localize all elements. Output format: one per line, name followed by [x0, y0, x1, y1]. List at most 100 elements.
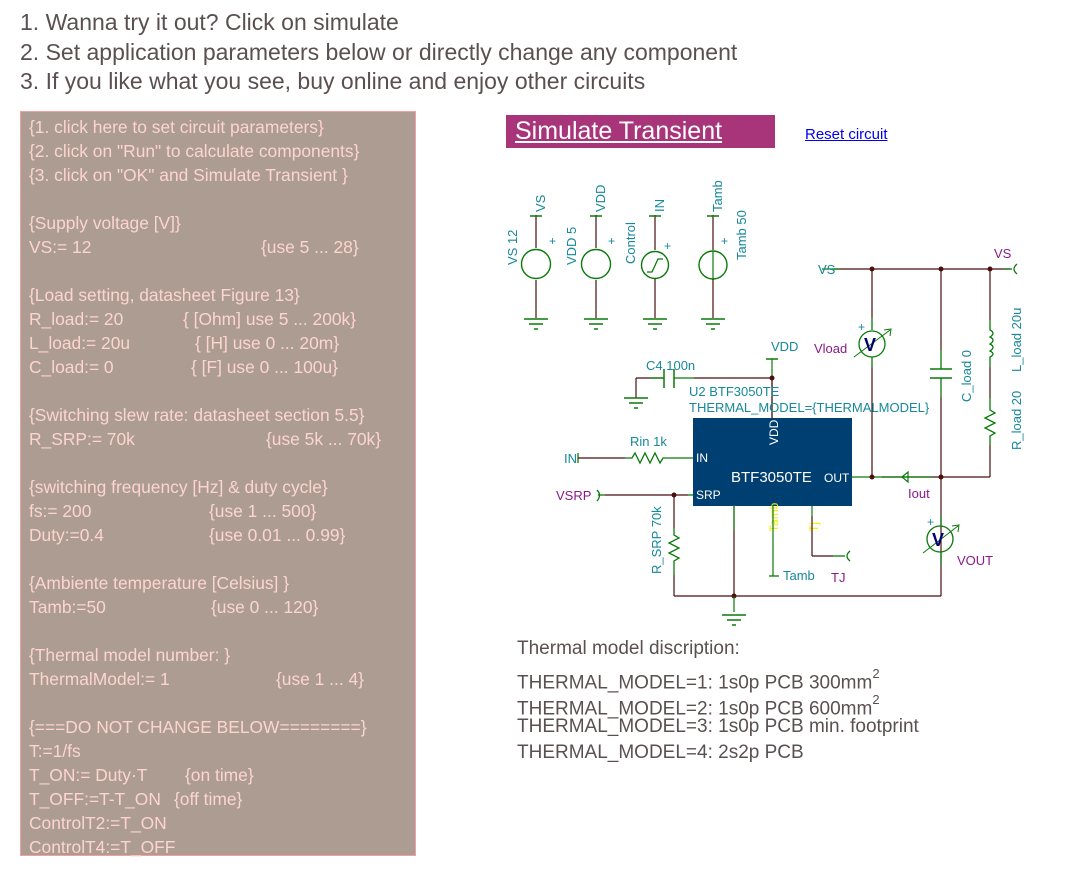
param-line[interactable]: {Ambiente temperature [Celsius] } [29, 571, 415, 595]
pin-tamb-label: Tamb [767, 502, 781, 532]
reset-circuit-link[interactable]: Reset circuit [805, 126, 888, 143]
param-line[interactable]: {1. click here to set circuit parameters… [29, 115, 415, 139]
param-text: L_load:= 20u [29, 333, 131, 353]
plus-sign: + [664, 239, 671, 253]
chip-name-label: BTF3050TE [731, 469, 812, 486]
thermal-model-description: Thermal model discription: THERMAL_MODEL… [517, 636, 919, 766]
pin-tj-label: Tj [807, 522, 821, 532]
param-text: {3. click on "OK" and Simulate Transient… [29, 165, 348, 185]
param-line[interactable]: L_load:= 20u { [H] use 0 ... 20m} [29, 331, 415, 355]
param-hint: {use 5 ... 28} [261, 237, 359, 257]
c4-capacitor[interactable]: C4 100n [623, 358, 772, 409]
param-text: {Thermal model number: } [29, 645, 231, 665]
param-text: T_OFF:=T-T_ON [29, 789, 161, 809]
param-line[interactable]: Tamb:=50{use 0 ... 120} [29, 595, 415, 619]
param-text: R_SRP:= 70k [29, 429, 135, 449]
r-load-label: R_load 20 [1009, 391, 1024, 450]
in-node-label: IN [564, 451, 577, 466]
vout-label: VOUT [957, 553, 993, 568]
vs-terminal-label: VS [994, 246, 1012, 261]
source-tamb[interactable]: + Tamb Tamb 50 [698, 180, 749, 330]
source-control-node-label: IN [652, 199, 667, 212]
source-control[interactable]: + IN Control [623, 199, 671, 330]
plus-sign: + [608, 234, 615, 248]
param-line[interactable]: {3. click on "OK" and Simulate Transient… [29, 163, 415, 187]
vout-voltmeter[interactable]: V + VOUT [922, 515, 993, 568]
dc-voltage-source-icon [520, 248, 552, 280]
param-text: ThermalModel:= 1 [29, 669, 170, 689]
param-line[interactable]: R_load:= 20{ [Ohm] use 5 ... 200k} [29, 307, 415, 331]
param-line[interactable]: C_load:= 0 { [F] use 0 ... 100u} [29, 355, 415, 379]
source-vdd-name: VDD 5 [564, 227, 579, 265]
param-hint: {use 1 ... 500} [209, 501, 317, 521]
plus-sign: + [858, 320, 865, 334]
ground-bus [674, 593, 941, 626]
instruction-3: 3. If you like what you see, buy online … [20, 68, 646, 94]
param-line[interactable]: ControlT4:=T_OFF [29, 835, 415, 859]
param-text: ControlT4:=T_OFF [29, 837, 176, 857]
param-text: C_load:= 0 [29, 357, 114, 377]
param-text: {Supply voltage [V]} [29, 213, 181, 233]
pin-gnd-label: GND [728, 505, 742, 532]
param-line[interactable]: fs:= 200 {use 1 ... 500} [29, 499, 415, 523]
u2-btf3050te-chip[interactable]: U2 BTF3050TE THERMAL_MODEL={THERMALMODEL… [689, 384, 930, 532]
param-line[interactable]: T:=1/fs [29, 739, 415, 763]
param-hint: { [H] use 0 ... 20m} [195, 333, 340, 353]
c-load-capacitor[interactable]: C_load 0 [930, 269, 974, 596]
param-line[interactable]: {Thermal model number: } [29, 643, 415, 667]
rin-resistor[interactable]: IN Rin 1k [564, 434, 693, 466]
param-line[interactable]: {switching frequency [Hz] & duty cycle} [29, 475, 415, 499]
iout-label: Iout [908, 486, 930, 501]
param-hint: { [F] use 0 ... 100u} [191, 357, 338, 377]
param-line[interactable]: T_ON:= Duty·T{on time} [29, 763, 415, 787]
instructions: 1. Wanna try it out? Click on simulate 2… [20, 8, 737, 97]
instruction-1: 1. Wanna try it out? Click on simulate [20, 9, 399, 35]
param-text: fs:= 200 [29, 501, 92, 521]
circuit-parameters-panel[interactable]: {1. click here to set circuit parameters… [20, 111, 416, 859]
param-line[interactable]: ThermalModel:= 1{use 1 ... 4} [29, 667, 415, 691]
l-load-label: L_load 20u [1009, 308, 1024, 372]
source-vdd[interactable]: + VDD VDD 5 [564, 185, 615, 330]
thermal-model-row: THERMAL_MODEL=3: 1s0p PCB min. footprint [517, 714, 919, 740]
simulate-transient-button[interactable]: Simulate Transient [506, 115, 775, 148]
plus-sign: + [549, 234, 556, 248]
source-vs-node-label: VS [533, 194, 548, 212]
param-line[interactable]: {2. click on "Run" to calculate componen… [29, 139, 415, 163]
simulate-transient-label: Simulate Transient [515, 117, 723, 145]
param-hint: {off time} [174, 789, 243, 809]
param-line[interactable]: R_SRP:= 70k {use 5k ... 70k} [29, 427, 415, 451]
tj-label: TJ [831, 570, 845, 585]
chip-bottom-pins: Tamb TJ [733, 506, 851, 596]
param-line[interactable]: {Supply voltage [V]} [29, 211, 415, 235]
plus-sign: + [927, 515, 934, 529]
param-line[interactable]: {Load setting, datasheet Figure 13} [29, 283, 415, 307]
vdd-terminal: VDD [766, 339, 798, 418]
thermal-model-row: THERMAL_MODEL=4: 2s2p PCB [517, 740, 919, 766]
thermal-model-text: THERMAL_MODEL=2: 1s0p PCB 600mm [517, 698, 873, 720]
voltmeter-v-glyph: V [932, 530, 944, 550]
param-line[interactable]: {===DO NOT CHANGE BELOW========} [29, 715, 415, 739]
param-line[interactable]: {Switching slew rate: datasheet section … [29, 403, 415, 427]
param-text: {2. click on "Run" to calculate componen… [29, 141, 360, 161]
param-text: {Switching slew rate: datasheet section … [29, 405, 365, 425]
param-line[interactable]: ControlT2:=T_ON [29, 811, 415, 835]
r-srp-label: R_SRP 70k [649, 506, 664, 574]
source-vs[interactable]: + VS VS 12 [505, 194, 556, 330]
vs-node-label: VS [818, 262, 836, 277]
source-tamb-name: Tamb 50 [734, 210, 749, 260]
param-hint: {use 5k ... 70k} [266, 429, 382, 449]
param-hint: {on time} [185, 765, 254, 785]
vs-rail: VS VS [818, 246, 1018, 277]
param-line[interactable]: T_OFF:=T-T_ON {off time} [29, 787, 415, 811]
param-line[interactable]: Duty:=0.4{use 0.01 ... 0.99} [29, 523, 415, 547]
voltmeter-icon [926, 525, 954, 553]
current-arrow-icon [901, 470, 909, 484]
r-srp-resistor[interactable]: VSRP R_SRP 70k [556, 488, 693, 596]
plus-sign: + [721, 234, 728, 248]
param-line[interactable]: VS:= 12{use 5 ... 28} [29, 235, 415, 259]
vload-voltmeter[interactable]: V + Vload [814, 269, 892, 477]
pin-vdd-label: VDD [767, 419, 781, 445]
r-load-resistor[interactable]: R_load 20 [941, 391, 1024, 478]
l-load-inductor[interactable]: L_load 20u [988, 269, 1024, 398]
